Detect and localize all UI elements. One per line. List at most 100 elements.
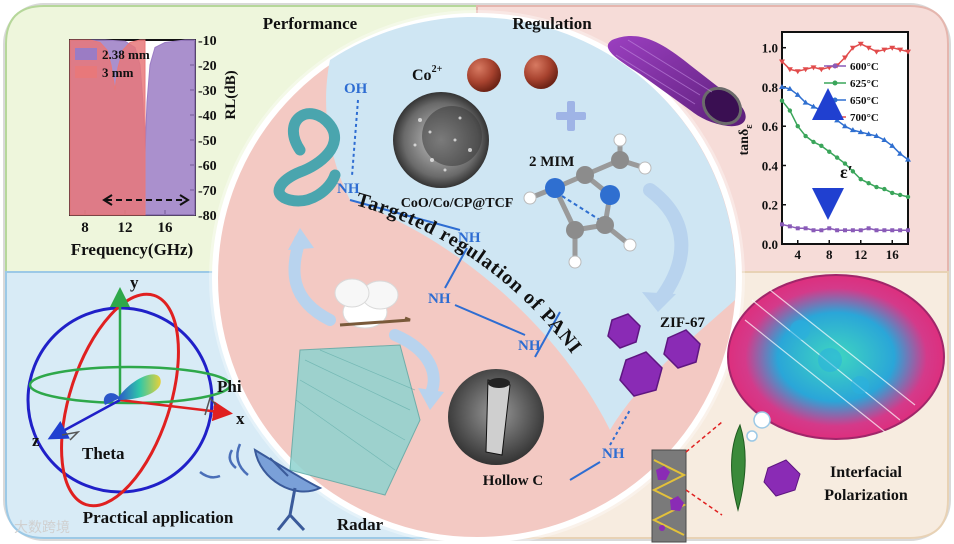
rl-x-label: Frequency(GHz) [71, 240, 193, 259]
tan-delta-point [842, 161, 848, 166]
cotton-illustration [334, 278, 411, 329]
tan-delta-x-tick-label: 4 [795, 247, 802, 262]
tan-delta-point [819, 228, 824, 233]
radar-dish-illustration [253, 448, 323, 532]
tan-delta-point [881, 47, 888, 53]
2mim-label: 2 MIM [529, 154, 574, 170]
tan-delta-point [779, 59, 785, 65]
leaf-fiber-illustration [731, 423, 746, 512]
teal-ribbon-illustration [273, 108, 341, 207]
tan-delta-legend-label: 625°C [850, 78, 879, 90]
tan-delta-point [786, 67, 793, 73]
tan-delta-point [858, 228, 863, 233]
tan-delta-point [882, 186, 887, 192]
tan-delta-point [849, 127, 856, 133]
rl-y-tick-label: -70 [198, 184, 217, 199]
tan-delta-point [873, 133, 880, 139]
tan-delta-legend-marker [832, 63, 838, 69]
pani-chain-lines [349, 99, 631, 481]
rl-x-tick-label: 8 [81, 220, 89, 236]
watermark: 大数跨境 [14, 519, 70, 535]
tan-delta-point [818, 67, 825, 73]
tan-delta-point [803, 226, 808, 231]
epsilon-prime-label: ε′ [840, 162, 853, 182]
nh-label-3: NH [428, 291, 451, 307]
tan-delta-point [827, 226, 832, 231]
tan-delta-point [857, 41, 864, 47]
rl-legend-label: 2.38 mm [102, 47, 150, 62]
hollow-c-label: Hollow C [483, 473, 543, 489]
tan-delta-x-tick-label: 12 [854, 247, 867, 262]
tan-delta-legend-marker [832, 97, 838, 103]
purple-tube-illustration [607, 36, 746, 127]
tan-delta-point [866, 180, 871, 186]
tan-delta-y-tick-label: 0.0 [762, 237, 778, 252]
polarization-ellipse-map [727, 274, 945, 440]
tan-delta-point [835, 228, 840, 233]
tan-delta-point [787, 224, 792, 229]
rl-y-tick-label: -20 [198, 59, 217, 74]
co2-label-main: Co [412, 67, 432, 84]
tan-delta-point [905, 49, 911, 55]
rl-arrow-left [102, 194, 113, 206]
rl-legend: 2.38 mm 3 mm [75, 47, 150, 80]
composite-sem-image [393, 92, 489, 188]
polarization-label: Polarization [824, 487, 908, 504]
rl-y-tick-label: -10 [198, 34, 217, 49]
composite-label: CoO/Co/CP@TCF [401, 196, 514, 211]
rl-legend-label: 3 mm [102, 65, 134, 80]
tan-delta-point [849, 45, 856, 51]
radar-label: Radar [337, 515, 384, 534]
phi-label: Phi [217, 377, 242, 396]
tan-delta-point [850, 228, 855, 233]
tan-delta-point [881, 136, 888, 142]
rl-series-3mm [69, 39, 146, 216]
tan-delta-point [906, 228, 910, 233]
tan-delta-plot-frame [781, 31, 909, 245]
tan-delta-point [897, 47, 904, 53]
interfacial-label: Interfacial [830, 464, 903, 481]
tan-delta-point [850, 169, 856, 174]
tan-delta-point [905, 194, 911, 200]
zif67-crystals [607, 313, 701, 397]
tan-delta-point [897, 192, 903, 198]
tan-delta-point [905, 156, 911, 162]
rl-y-tick-label: -50 [198, 134, 217, 149]
co-ion-sphere-1 [467, 58, 501, 92]
tan-delta-point [882, 228, 887, 233]
tan-delta-point [779, 83, 785, 89]
flow-arrow-to-zif [643, 183, 689, 307]
rl-arrow-right [179, 194, 190, 206]
rl-y-ticks: -80-70-60-50-40-30-20-10 [190, 34, 217, 224]
tan-delta-legend-marker [832, 80, 838, 86]
tan-delta-point [802, 67, 809, 73]
tan-delta-x-tick-label: 16 [886, 247, 900, 262]
tan-delta-point [866, 226, 871, 231]
axis-y-label: y [130, 273, 139, 292]
tan-delta-point [889, 142, 896, 148]
fabric-sheet-illustration [289, 344, 421, 496]
tan-delta-legend-label: 600°C [850, 61, 879, 73]
nh-label-4: NH [518, 338, 541, 354]
tan-delta-y-tick-label: 0.4 [762, 158, 779, 173]
flow-arrow-down [389, 329, 440, 401]
rl-legend-swatch [75, 48, 97, 60]
rl-y-label: RL(dB) [223, 70, 239, 119]
tan-delta-point [842, 123, 848, 129]
oh-label: OH [344, 81, 368, 97]
tan-delta-point [779, 98, 785, 103]
tan-delta-point [803, 133, 808, 139]
tan-delta-y-tick-label: 0.8 [762, 80, 779, 95]
tan-delta-point [811, 228, 816, 233]
performance-title: Performance [263, 14, 358, 33]
flow-arrow-up-left [288, 234, 336, 326]
tan-delta-point [802, 99, 809, 105]
tan-delta-point [811, 139, 816, 145]
tan-delta-legend-label: 650°C [850, 95, 879, 107]
tan-delta-point [827, 149, 832, 154]
tan-delta-y-label: tanδε [737, 124, 755, 156]
tan-delta-point [889, 45, 896, 51]
theta-label: Theta [82, 444, 125, 463]
